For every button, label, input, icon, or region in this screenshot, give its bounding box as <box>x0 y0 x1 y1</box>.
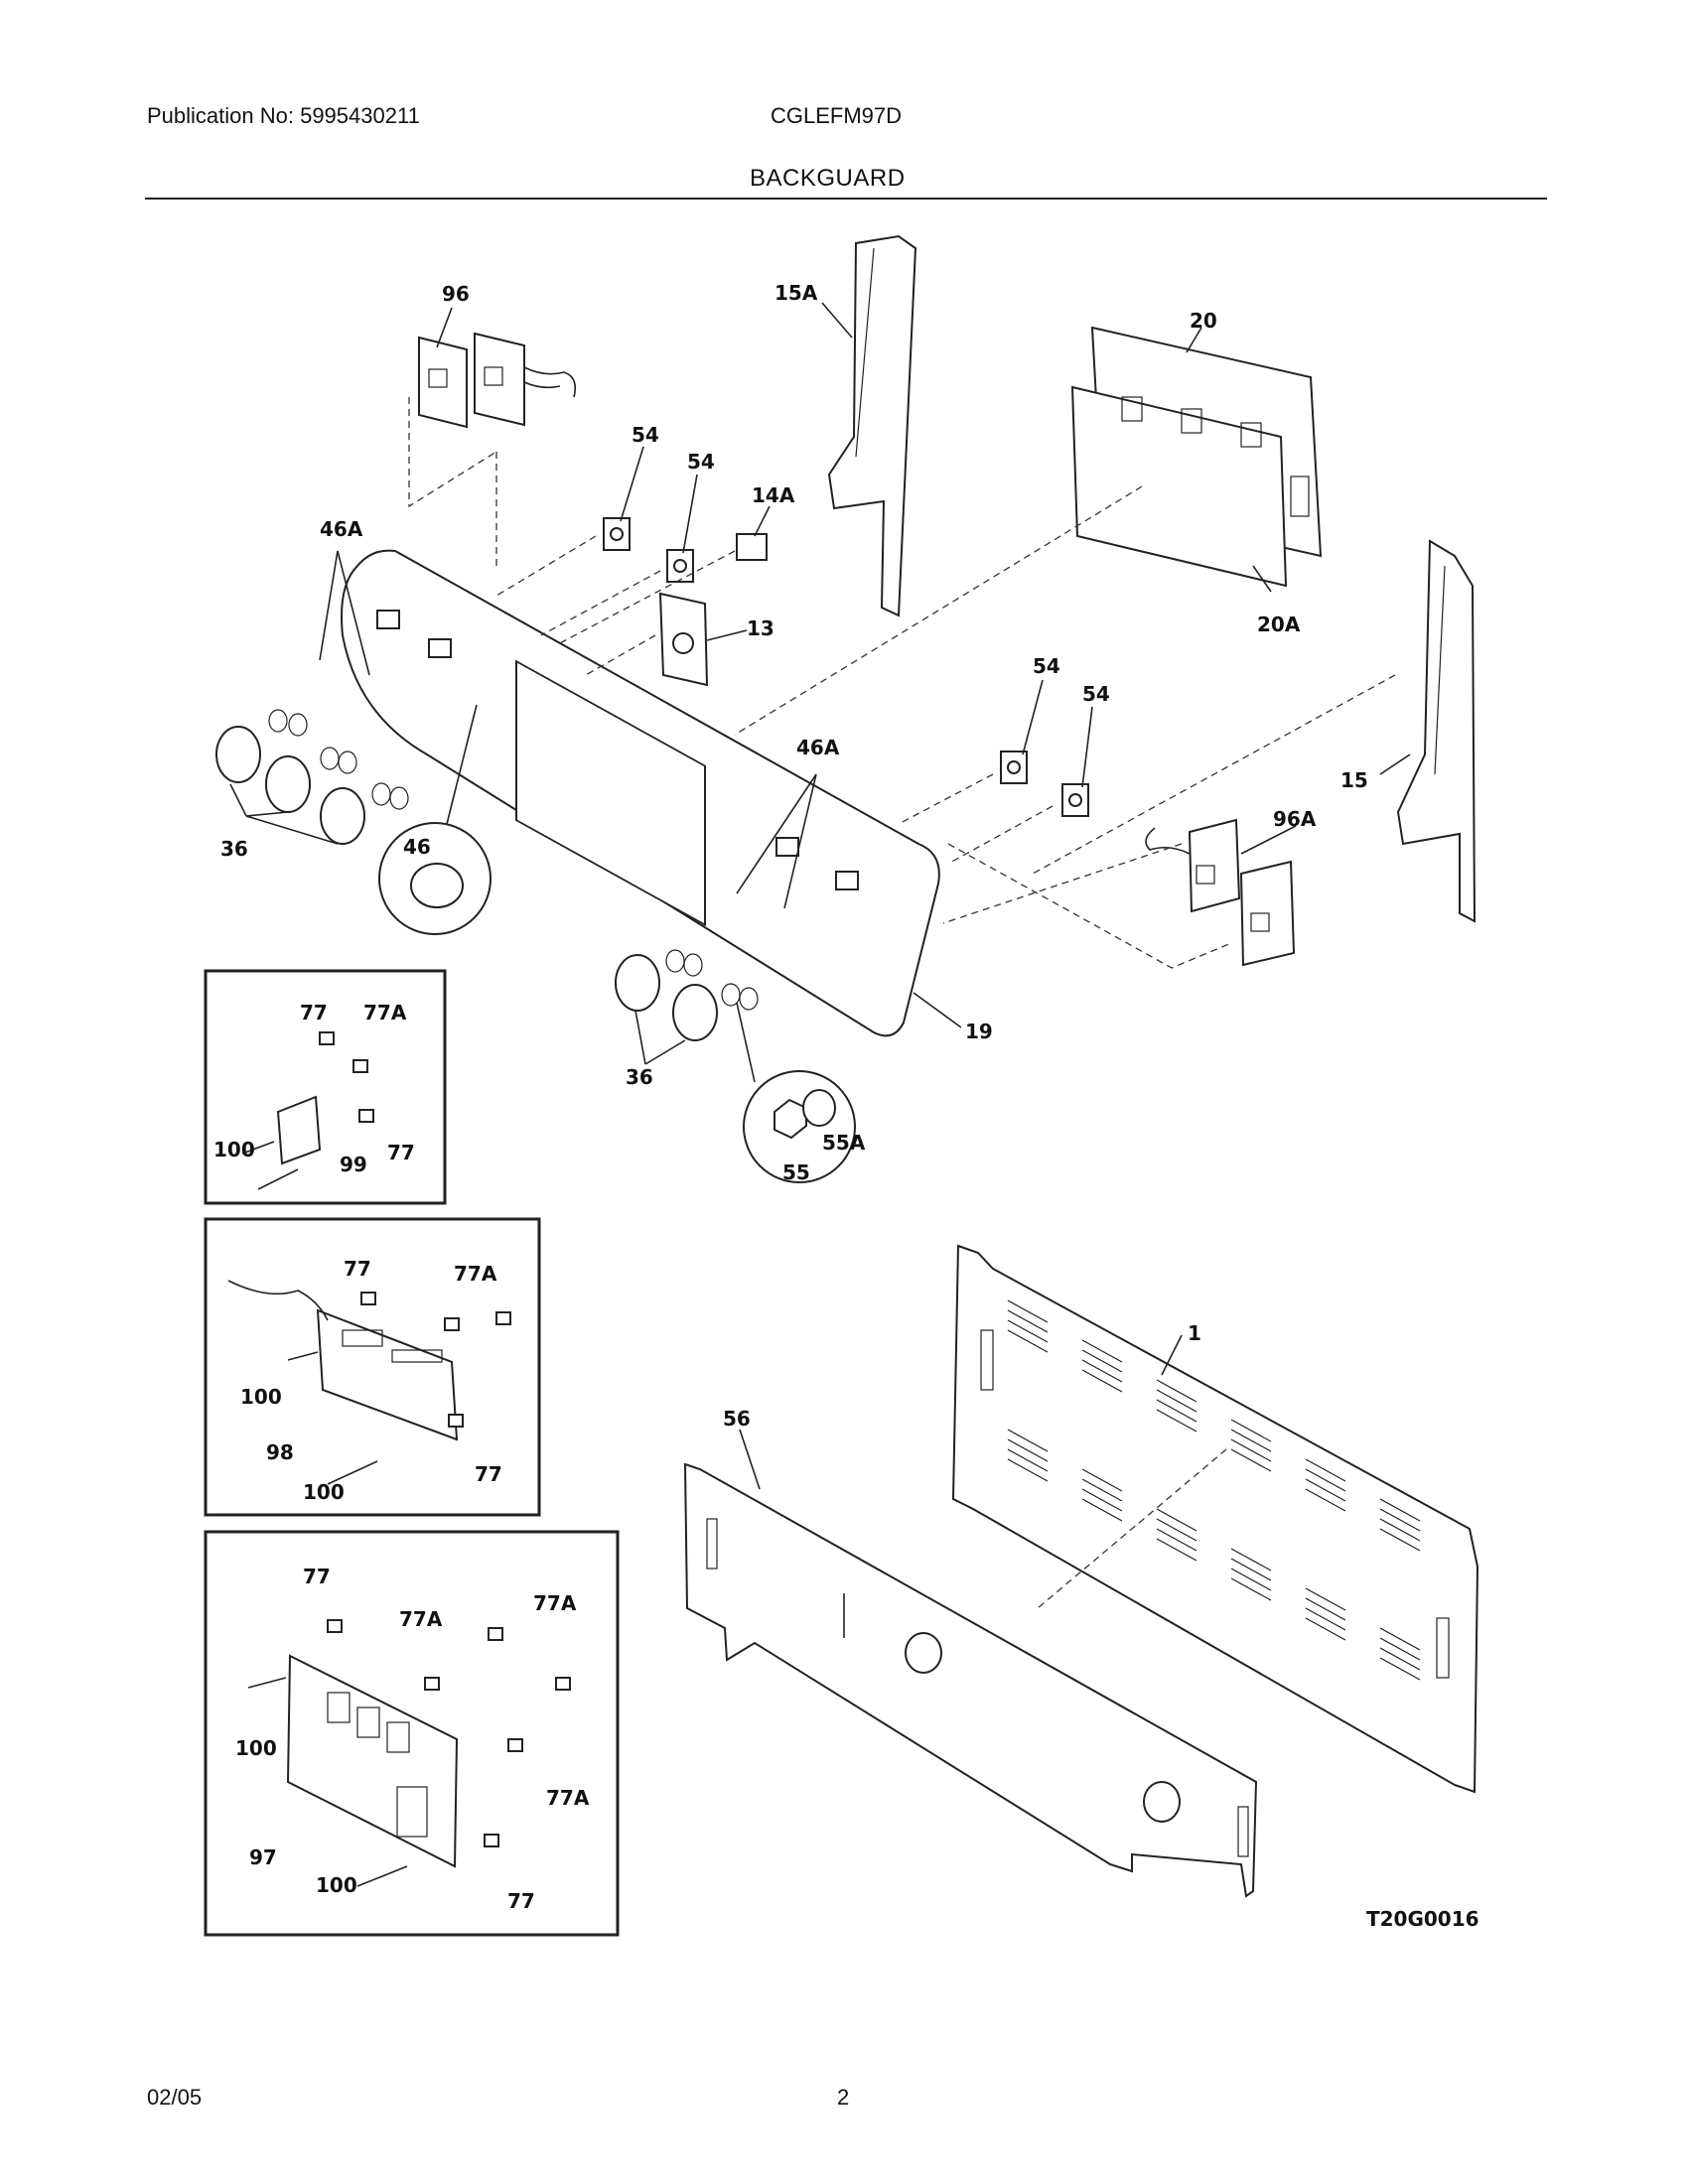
callout-77: 77 <box>387 1141 415 1164</box>
callout-13: 13 <box>747 616 774 640</box>
callout-77: 77 <box>507 1889 535 1913</box>
callout-77A: 77A <box>363 1001 407 1024</box>
callout-77: 77 <box>344 1257 371 1281</box>
infinite-switch-54-upper-left <box>603 517 631 551</box>
cover-panel-56 <box>683 1462 1258 1898</box>
end-cap-15A <box>827 234 917 617</box>
callout-19: 19 <box>965 1020 993 1043</box>
publication-number: Publication No: 5995430211 <box>147 103 420 128</box>
callout-96: 96 <box>442 282 470 306</box>
callout-36: 36 <box>626 1065 653 1089</box>
infinite-switch-54-lower-left <box>1000 751 1028 784</box>
callout-100: 100 <box>240 1385 282 1409</box>
detail-box-relay-board <box>204 1217 541 1517</box>
callout-15A: 15A <box>774 281 818 305</box>
callout-54: 54 <box>1033 654 1060 678</box>
callout-100: 100 <box>316 1873 357 1897</box>
control-board-96A <box>1145 818 1296 967</box>
callout-96A: 96A <box>1273 807 1317 831</box>
control-board-96 <box>418 332 577 429</box>
knobs-36-right <box>615 949 759 1041</box>
callout-46A: 46A <box>320 517 363 541</box>
callout-labels: 96 15A 20 54 54 14A 46A 13 20A 54 54 46A… <box>213 281 1479 1931</box>
callout-20A: 20A <box>1257 613 1301 636</box>
callout-98: 98 <box>266 1440 294 1464</box>
callout-54: 54 <box>687 450 715 474</box>
indicator-light-14A <box>736 533 768 561</box>
callout-77A: 77A <box>399 1607 443 1631</box>
model-number: CGLEFM97D <box>771 103 903 128</box>
callout-54: 54 <box>632 423 659 447</box>
control-panel-19 <box>341 549 940 1037</box>
callout-55: 55 <box>782 1160 810 1184</box>
footer-date: 02/05 <box>147 2085 203 2110</box>
callout-77: 77 <box>300 1001 328 1024</box>
callout-77: 77 <box>303 1565 331 1588</box>
callout-77: 77 <box>475 1462 502 1486</box>
callout-56: 56 <box>723 1407 751 1431</box>
lens-46-detail <box>378 704 492 935</box>
callout-97: 97 <box>249 1845 277 1869</box>
callout-99: 99 <box>340 1153 367 1176</box>
callout-46: 46 <box>403 835 431 859</box>
callout-14A: 14A <box>752 483 795 507</box>
infinite-switch-54-upper-right <box>666 549 694 583</box>
callout-54: 54 <box>1082 682 1110 706</box>
callout-77A: 77A <box>454 1262 497 1286</box>
end-cap-15 <box>1396 539 1477 923</box>
rear-panel-1 <box>951 1244 1479 1794</box>
callout-1: 1 <box>1188 1321 1201 1345</box>
callout-100: 100 <box>213 1138 255 1161</box>
knobs-36-left <box>215 709 409 845</box>
detail-box-control-board <box>204 1530 620 1937</box>
callout-20: 20 <box>1190 309 1217 333</box>
callout-36: 36 <box>220 837 248 861</box>
nut-washer-55-detail <box>736 1002 856 1183</box>
detail-box-transformer <box>204 969 447 1205</box>
electronic-control-20 <box>1070 326 1323 588</box>
callout-77A: 77A <box>546 1786 590 1810</box>
callout-leaders <box>229 302 1411 1490</box>
infinite-switch-54-lower-right <box>1061 783 1089 817</box>
assembly-leader-lines <box>495 485 1396 1609</box>
section-title: BACKGUARD <box>750 165 906 192</box>
callout-46A: 46A <box>796 736 840 759</box>
page-number: 2 <box>837 2085 850 2110</box>
callout-55A: 55A <box>822 1131 866 1155</box>
header-rule <box>145 198 1547 200</box>
selector-switch-13 <box>658 592 709 687</box>
callout-15: 15 <box>1340 768 1368 792</box>
diagram-code: T20G0016 <box>1366 1907 1479 1931</box>
callout-100: 100 <box>303 1480 345 1504</box>
callout-100: 100 <box>235 1736 277 1760</box>
callout-77A: 77A <box>533 1591 577 1615</box>
